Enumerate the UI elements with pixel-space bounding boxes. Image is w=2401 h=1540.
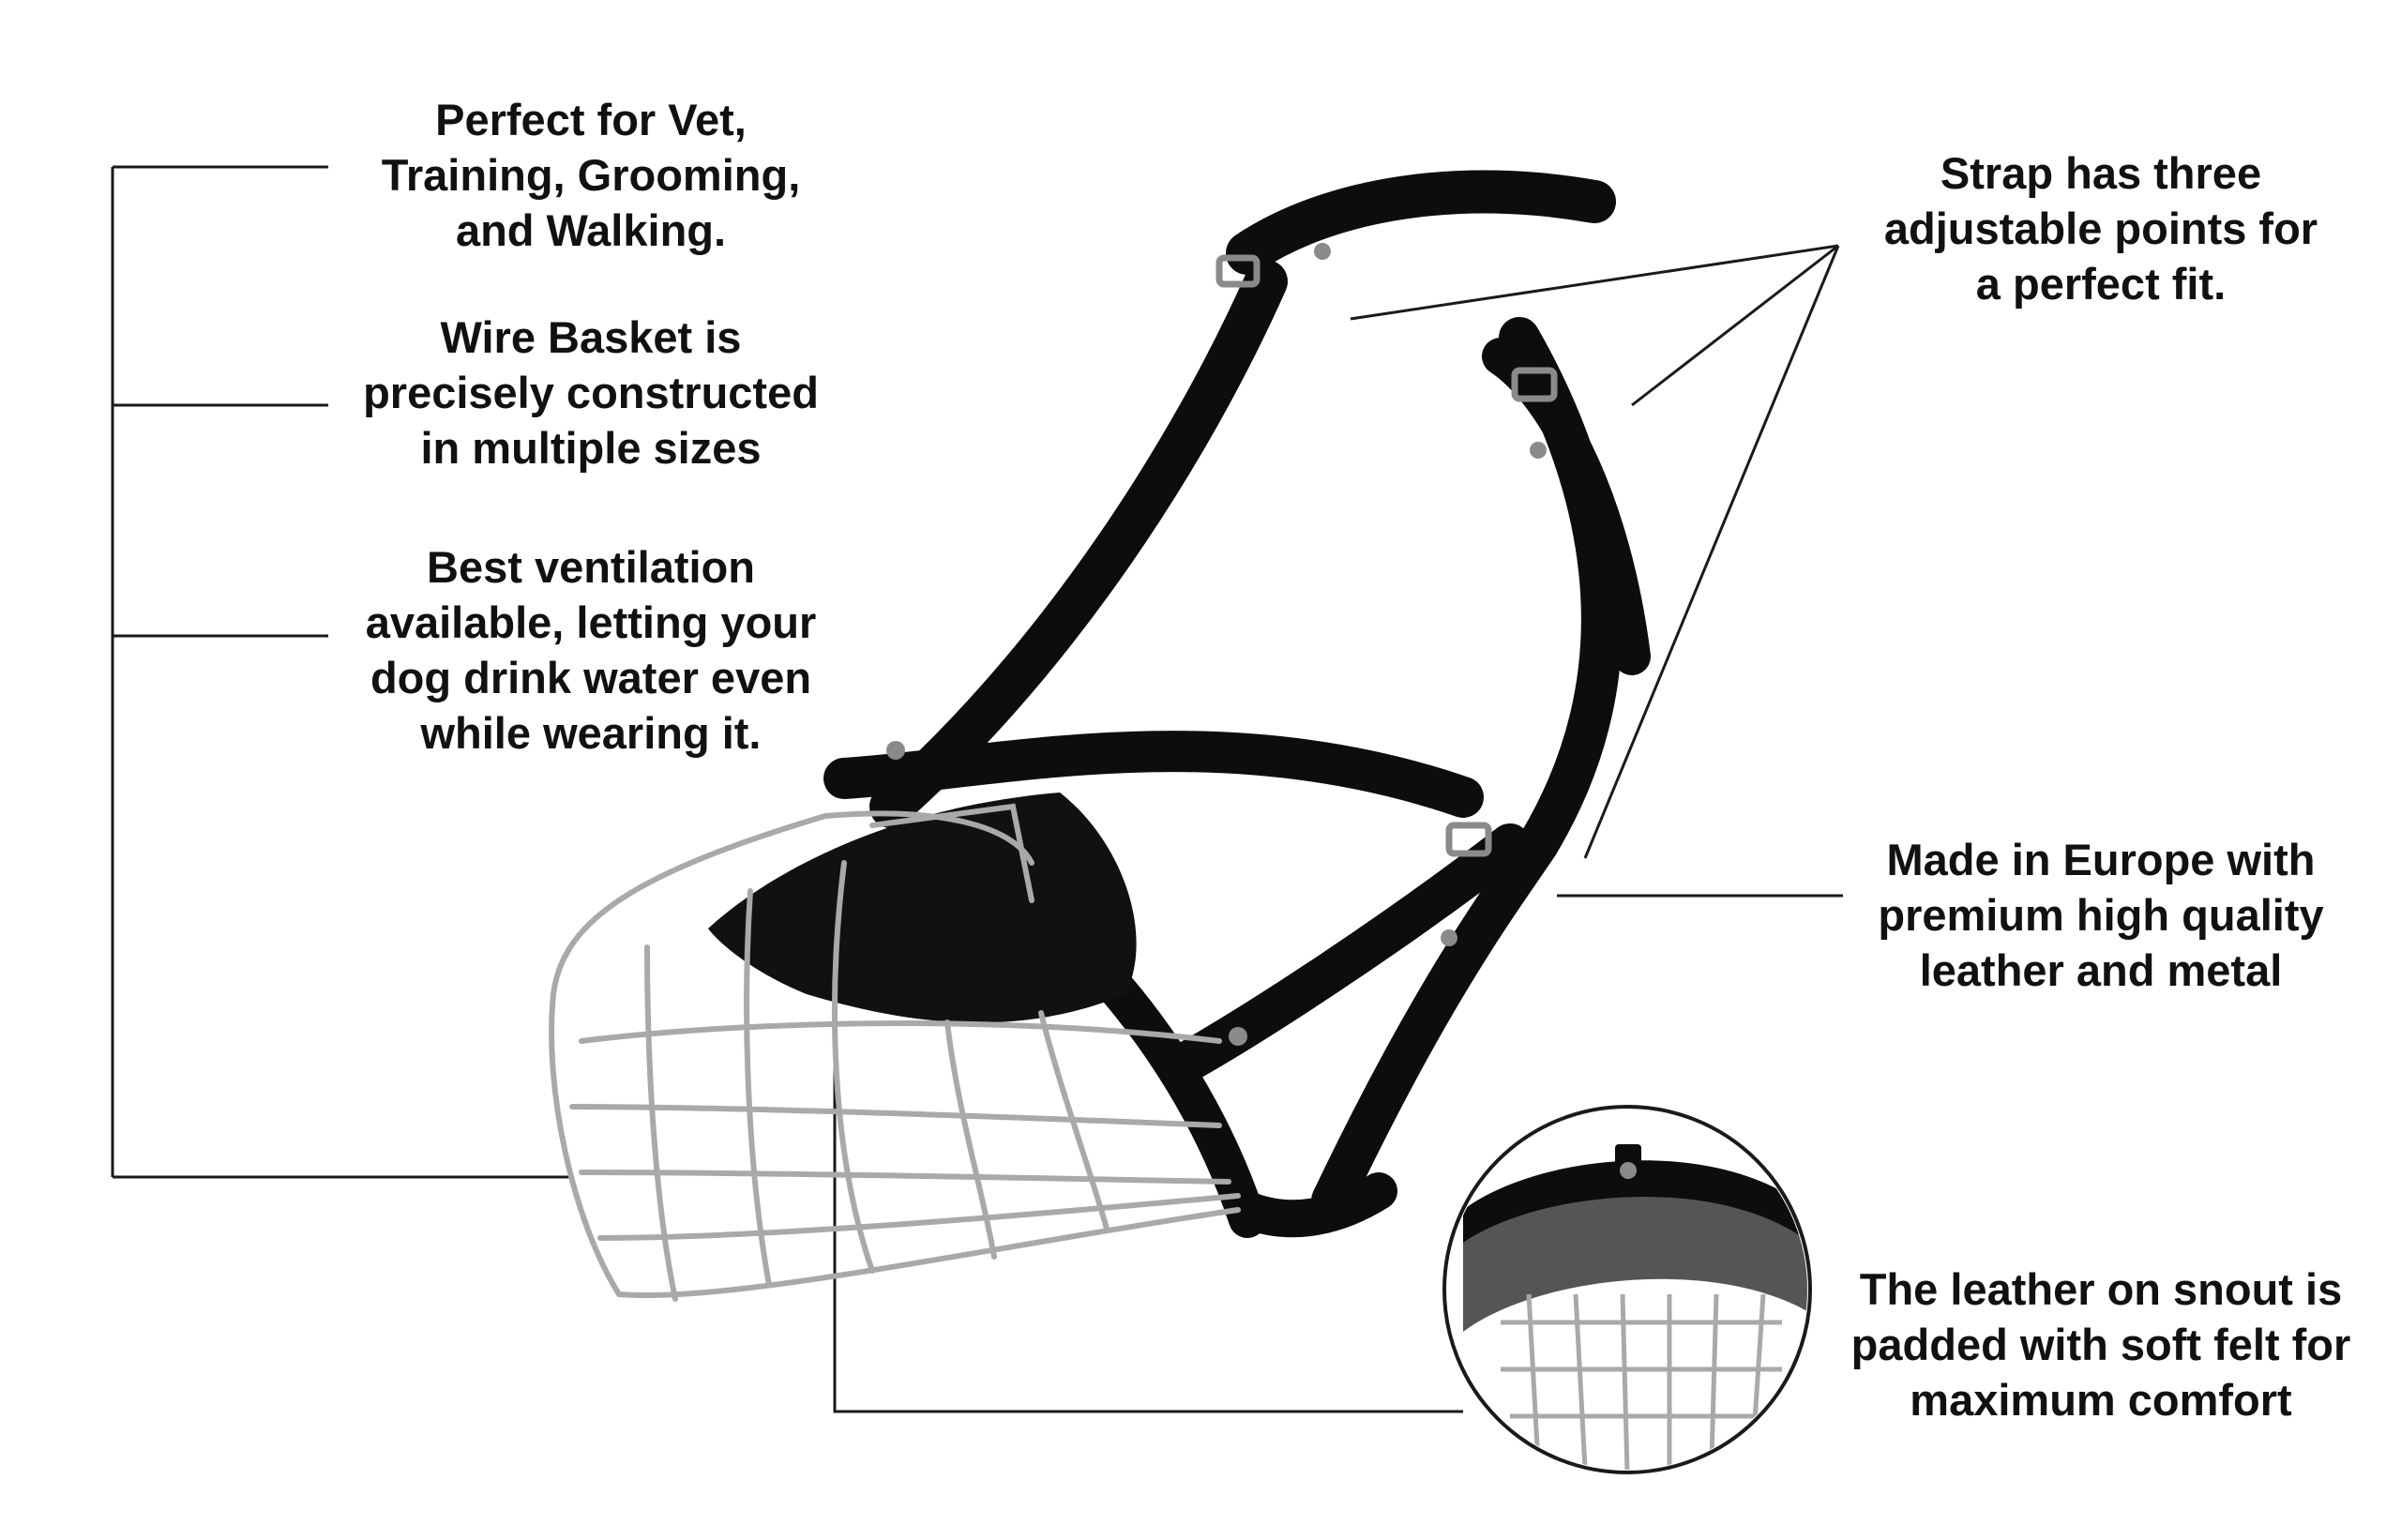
right-leader-lines (833, 244, 1843, 1413)
callout-line: padded with soft felt for (1850, 1320, 2351, 1369)
callout-ventilation: Best ventilation available, letting your… (310, 539, 872, 761)
callout-uses: Perfect for Vet, Training, Grooming, and… (310, 92, 872, 258)
callout-line: leather and metal (1919, 945, 2283, 995)
callout-line: premium high quality (1878, 890, 2324, 940)
callout-line: Wire Basket is (440, 312, 742, 362)
felt-detail-inset (1442, 1105, 1812, 1474)
callout-line: The leather on snout is (1859, 1264, 2343, 1314)
callout-line: maximum comfort (1910, 1375, 2292, 1425)
callout-line: in multiple sizes (420, 423, 762, 473)
callout-line: precisely constructed (363, 368, 819, 417)
callout-line: and Walking. (455, 205, 727, 255)
wire-basket (549, 803, 1241, 1302)
callout-line: Perfect for Vet, (435, 95, 747, 144)
callout-made-in-europe: Made in Europe with premium high quality… (1810, 832, 2392, 998)
callout-line: while wearing it. (420, 708, 762, 758)
callout-felt-padding: The leather on snout is padded with soft… (1810, 1261, 2392, 1427)
callout-line: adjustable points for (1883, 204, 2318, 253)
callout-line: Training, Grooming, (381, 150, 801, 200)
callout-line: Made in Europe with (1886, 835, 2316, 884)
snout-leather-pad (708, 793, 1137, 1023)
left-bracket-lines (111, 165, 572, 1179)
callout-line: dog drink water even (370, 653, 812, 702)
callout-line: available, letting your (365, 597, 817, 647)
callout-line: Best ventilation (427, 542, 755, 592)
callout-strap: Strap has three adjustable points for a … (1810, 145, 2392, 311)
leather-straps (823, 170, 1651, 1238)
callout-wire-basket: Wire Basket is precisely constructed in … (310, 310, 872, 476)
buckles (1216, 254, 1558, 857)
callout-line: a perfect fit. (1975, 259, 2227, 309)
callout-line: Strap has three (1940, 148, 2262, 198)
